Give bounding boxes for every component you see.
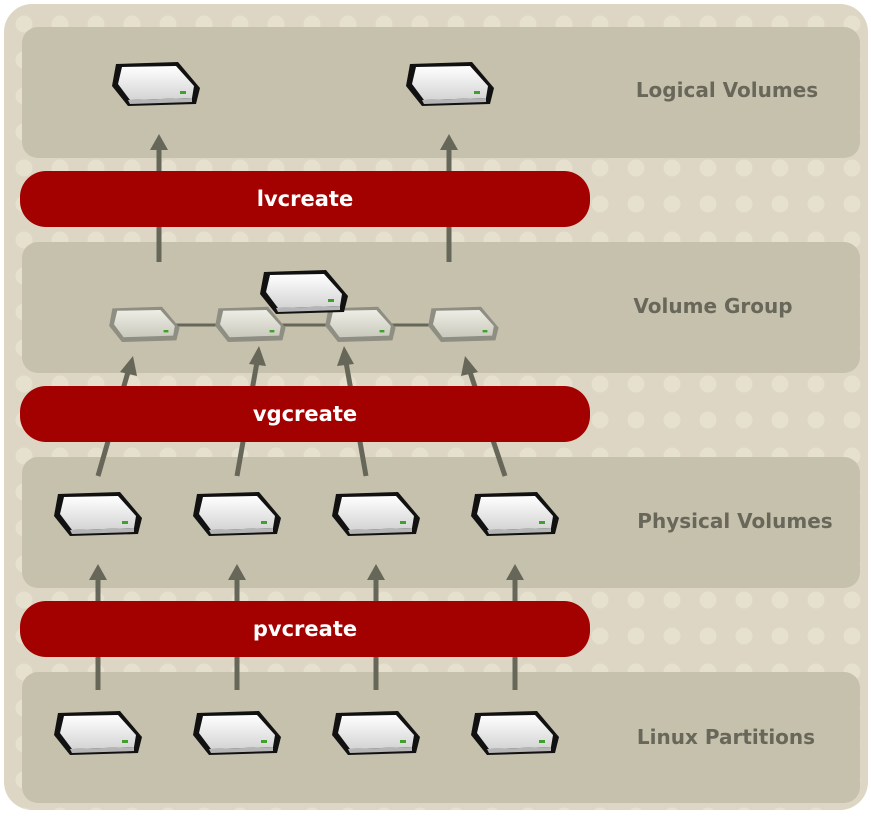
arrowhead — [120, 356, 137, 376]
arrowhead — [228, 564, 246, 580]
label-logical-volumes: Logical Volumes — [636, 78, 818, 102]
pvcreate-bar — [20, 601, 590, 657]
lvcreate-bar — [20, 171, 590, 227]
lvcreate-arrowheads — [150, 134, 458, 150]
arrowhead — [249, 346, 266, 366]
arrowhead — [150, 134, 168, 150]
panel-linux-partitions — [22, 672, 860, 803]
arrowhead — [89, 564, 107, 580]
arrowhead — [506, 564, 524, 580]
pvcreate-arrowheads — [89, 564, 524, 580]
vgcreate-arrowheads — [120, 346, 478, 376]
vgcreate-label: vgcreate — [253, 402, 357, 426]
label-physical-volumes: Physical Volumes — [637, 509, 832, 533]
arrowhead — [461, 356, 478, 376]
vgcreate-bar — [20, 386, 590, 442]
lvcreate-label: lvcreate — [257, 187, 353, 211]
arrowhead — [367, 564, 385, 580]
pvcreate-label: pvcreate — [253, 617, 357, 641]
label-volume-group: Volume Group — [633, 294, 792, 318]
arrowhead — [440, 134, 458, 150]
panel-physical-volumes — [22, 457, 860, 588]
label-linux-partitions: Linux Partitions — [637, 725, 815, 749]
arrowhead — [337, 346, 354, 366]
